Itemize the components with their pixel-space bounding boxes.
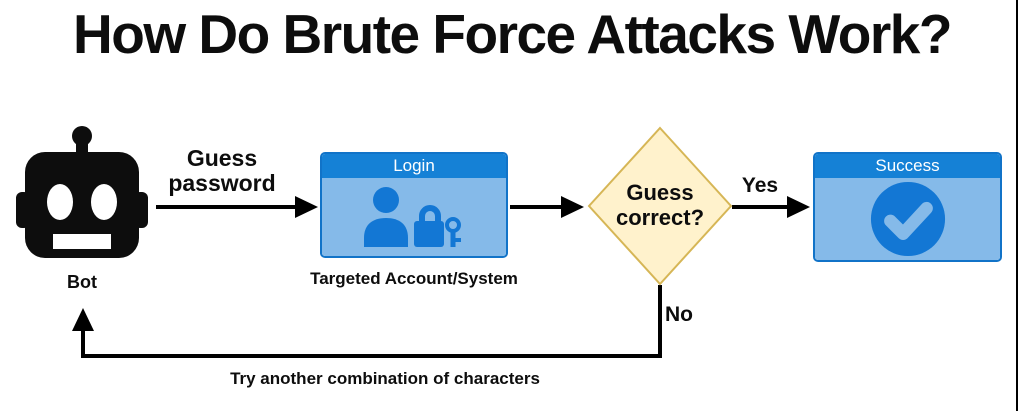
page-title: How Do Brute Force Attacks Work? bbox=[73, 3, 952, 65]
login-header: Login bbox=[322, 154, 506, 178]
success-body bbox=[815, 178, 1000, 260]
right-border-line bbox=[1016, 0, 1018, 411]
retry-arrow bbox=[72, 285, 662, 358]
targeted-account-caption: Targeted Account/System bbox=[310, 269, 518, 288]
retry-label: Try another combination of characters bbox=[230, 369, 540, 388]
user-lock-key-icon bbox=[364, 187, 461, 247]
success-header: Success bbox=[815, 154, 1000, 178]
yes-label: Yes bbox=[741, 174, 779, 197]
login-body bbox=[322, 178, 506, 256]
success-box: Success bbox=[813, 152, 1002, 262]
lock-icon bbox=[414, 205, 444, 247]
decision-label: Guess correct? bbox=[615, 180, 705, 231]
check-circle-icon bbox=[870, 181, 945, 257]
robot-icon bbox=[16, 126, 148, 258]
login-box: Login bbox=[320, 152, 508, 258]
decision-diamond bbox=[587, 126, 733, 286]
guess-password-label: Guess password bbox=[168, 145, 276, 197]
key-icon bbox=[445, 217, 461, 247]
no-label: No bbox=[665, 303, 693, 326]
bot-label: Bot bbox=[67, 272, 97, 292]
user-icon bbox=[364, 187, 408, 247]
